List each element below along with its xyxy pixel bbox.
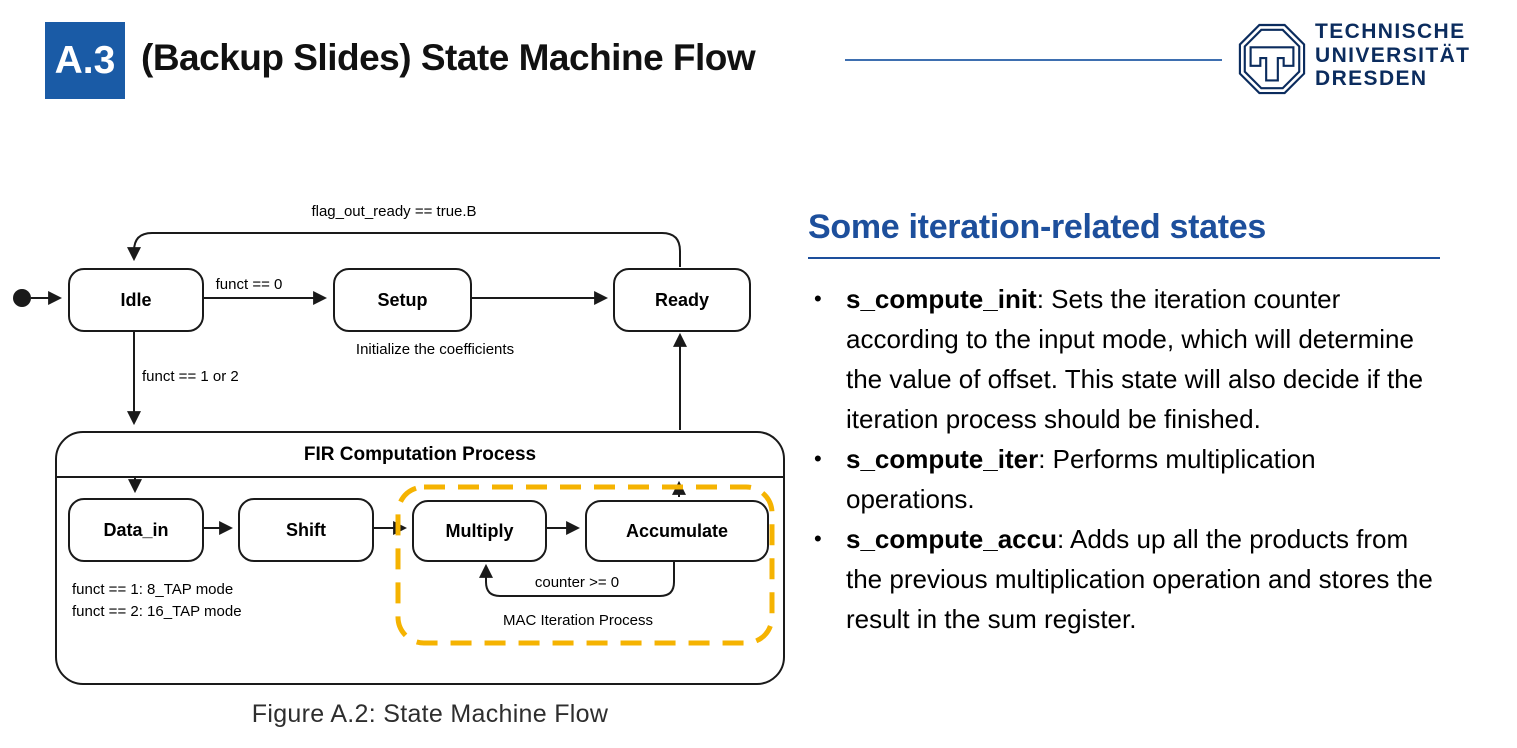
state-idle: Idle	[68, 268, 204, 332]
tu-dresden-emblem-icon	[1238, 23, 1306, 95]
label-funct-1-8tap: funct == 1: 8_TAP mode	[72, 581, 234, 598]
header-divider	[845, 59, 1222, 61]
panel-bullet-list: s_compute_init: Sets the iteration count…	[808, 279, 1440, 639]
tu-dresden-logo: TECHNISCHE UNIVERSITÄT DRESDEN	[1237, 18, 1499, 102]
label-counter-ge-0: counter >= 0	[534, 574, 620, 591]
initial-state-dot	[13, 289, 31, 307]
logo-line-2: UNIVERSITÄT	[1315, 43, 1471, 67]
section-badge: A.3	[45, 22, 125, 99]
state-multiply: Multiply	[412, 500, 547, 562]
bullet-text: : Sets the iteration counter according t…	[846, 284, 1424, 434]
bullet-s-compute-init: s_compute_init: Sets the iteration count…	[808, 279, 1440, 439]
panel-heading: Some iteration-related states	[808, 208, 1440, 259]
label-flag-out-ready: flag_out_ready == true.B	[311, 203, 477, 220]
page-title: (Backup Slides) State Machine Flow	[141, 37, 756, 78]
arrow-ready-to-idle-feedback	[127, 232, 681, 267]
label-mac-iteration-process: MAC Iteration Process	[502, 612, 654, 629]
label-funct-1-or-2: funct == 1 or 2	[142, 368, 239, 385]
state-shift: Shift	[238, 498, 374, 562]
label-initialize-coefficients: Initialize the coefficients	[355, 341, 515, 358]
state-data-in: Data_in	[68, 498, 204, 562]
bullet-s-compute-iter: s_compute_iter: Performs multiplication …	[808, 439, 1440, 519]
bullet-term: s_compute_init	[846, 284, 1037, 314]
bullet-s-compute-accu: s_compute_accu: Adds up all the products…	[808, 519, 1440, 639]
bullet-text: : Performs multiplication operations.	[846, 444, 1316, 514]
label-funct-0: funct == 0	[215, 276, 283, 293]
tu-dresden-wordmark: TECHNISCHE UNIVERSITÄT DRESDEN	[1315, 20, 1470, 91]
state-ready: Ready	[613, 268, 751, 332]
fir-computation-process-box: FIR Computation Process	[55, 431, 785, 685]
state-accumulate: Accumulate	[585, 500, 769, 562]
logo-line-3: DRESDEN	[1315, 67, 1428, 90]
bullet-text: : Adds up all the products from the prev…	[846, 524, 1433, 634]
logo-line-1: TECHNISCHE	[1315, 20, 1466, 43]
bullet-term: s_compute_accu	[846, 524, 1057, 554]
bullet-term: s_compute_iter	[846, 444, 1039, 474]
label-funct-2-16tap: funct == 2: 16_TAP mode	[72, 603, 242, 620]
figure-caption: Figure A.2: State Machine Flow	[251, 700, 609, 728]
state-setup: Setup	[333, 268, 472, 332]
iteration-states-panel: Some iteration-related states s_compute_…	[808, 208, 1440, 639]
fir-computation-process-title: FIR Computation Process	[57, 433, 783, 478]
